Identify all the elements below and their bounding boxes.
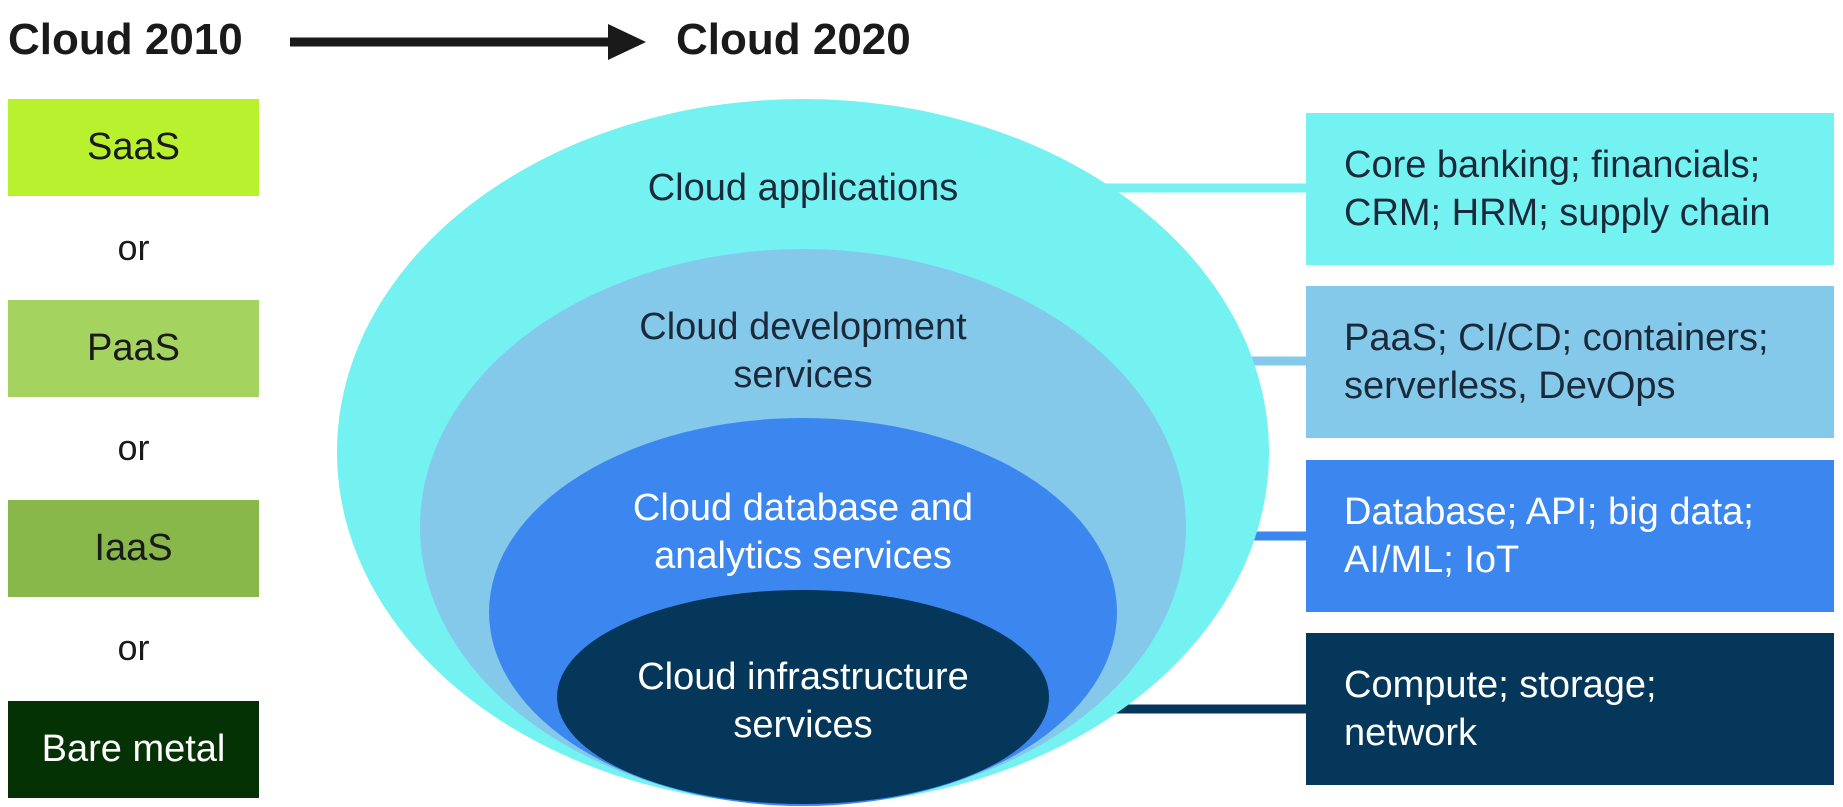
example-line: serverless, DevOps: [1344, 365, 1676, 407]
arrow-right-icon: [290, 24, 646, 60]
or-separator: or: [117, 427, 150, 468]
layer-label-applications: Cloud applications: [553, 164, 1053, 212]
examples-box-development: PaaS; CI/CD; containers; serverless, Dev…: [1306, 286, 1834, 438]
example-line: Core banking; financials;: [1344, 144, 1761, 186]
layer-label-line: Cloud infrastructure: [637, 656, 969, 698]
layer-label-line: Cloud development: [639, 306, 967, 348]
or-separator: or: [117, 627, 150, 668]
layer-label-database: Cloud database and analytics services: [553, 484, 1053, 580]
layer-label-line: services: [733, 704, 873, 746]
legacy-model-saas: SaaS: [8, 99, 259, 196]
cloud-2010-title: Cloud 2010: [8, 15, 243, 64]
legacy-model-label: PaaS: [87, 327, 180, 369]
layer-label-development: Cloud development services: [553, 303, 1053, 399]
legacy-model-label: IaaS: [94, 527, 173, 569]
layer-label-line: Cloud applications: [647, 167, 959, 209]
example-line: PaaS; CI/CD; containers;: [1344, 317, 1769, 359]
cloud-2020-title: Cloud 2020: [676, 15, 911, 64]
layer-label-infrastructure: Cloud infrastructure services: [553, 653, 1053, 749]
examples-box-infrastructure: Compute; storage; network: [1306, 633, 1834, 785]
layer-label-line: Cloud database and: [632, 487, 974, 529]
ellipse-cloud-infrastructure: [557, 590, 1049, 804]
legacy-model-label: SaaS: [87, 126, 180, 168]
example-line: network: [1344, 712, 1478, 754]
legacy-model-bare-metal: Bare metal: [8, 701, 259, 798]
example-line: Database; API; big data;: [1344, 491, 1754, 533]
layer-label-line: analytics services: [654, 535, 952, 577]
example-line: Compute; storage;: [1344, 664, 1657, 706]
legacy-model-paas: PaaS: [8, 300, 259, 397]
legacy-model-iaas: IaaS: [8, 500, 259, 597]
or-separator: or: [117, 227, 150, 268]
layer-label-line: services: [733, 354, 873, 396]
examples-box-database: Database; API; big data; AI/ML; IoT: [1306, 460, 1834, 612]
example-line: AI/ML; IoT: [1344, 539, 1520, 581]
legacy-model-label: Bare metal: [41, 728, 226, 770]
examples-box-applications: Core banking; financials; CRM; HRM; supp…: [1306, 113, 1834, 265]
example-line: CRM; HRM; supply chain: [1344, 192, 1771, 234]
